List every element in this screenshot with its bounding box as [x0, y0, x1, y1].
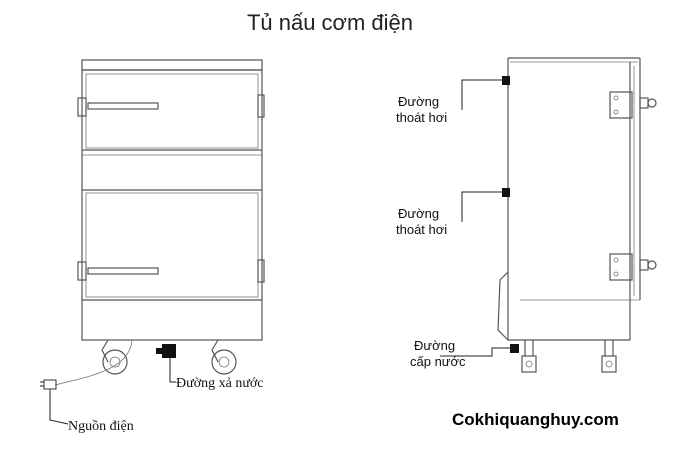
- side-view: Đường thoát hơi Đường thoát hơi Đường cấ…: [396, 57, 657, 373]
- lower-hinge: [257, 259, 265, 283]
- lower-door: [85, 192, 259, 298]
- water-inlet: [510, 344, 519, 353]
- upper-hinge: [257, 94, 265, 118]
- steam-outlet-2: [502, 188, 510, 197]
- right-caster: [211, 339, 237, 375]
- cabinet-top: [81, 59, 263, 71]
- steam-outlet-1: [502, 76, 510, 85]
- label-steam-outlet-1: Đường thoát hơi: [396, 94, 447, 125]
- front-view: Đường xả nước Nguồn điện: [40, 59, 265, 434]
- upper-handle: [77, 97, 159, 117]
- left-caster: [101, 339, 128, 375]
- power-plug: [43, 379, 57, 390]
- label-steam-outlet-2: Đường thoát hơi: [396, 206, 447, 237]
- upper-side-hinge: [609, 91, 657, 119]
- diagram-title: Tủ nấu cơm điện: [247, 10, 413, 35]
- lower-side-hinge: [609, 253, 657, 281]
- brand-text: Cokhiquanghuy.com: [452, 410, 619, 429]
- drain-valve: [162, 344, 176, 358]
- power-cable: [54, 339, 133, 386]
- side-caster-front: [601, 340, 617, 373]
- label-power: Nguồn điện: [68, 419, 134, 434]
- upper-door: [85, 73, 259, 149]
- lower-handle: [77, 261, 159, 281]
- label-water-inlet: Đường cấp nước: [410, 338, 466, 369]
- label-drain: Đường xả nước: [176, 376, 264, 391]
- cabinet-body: [81, 69, 263, 341]
- side-caster-back: [521, 340, 537, 373]
